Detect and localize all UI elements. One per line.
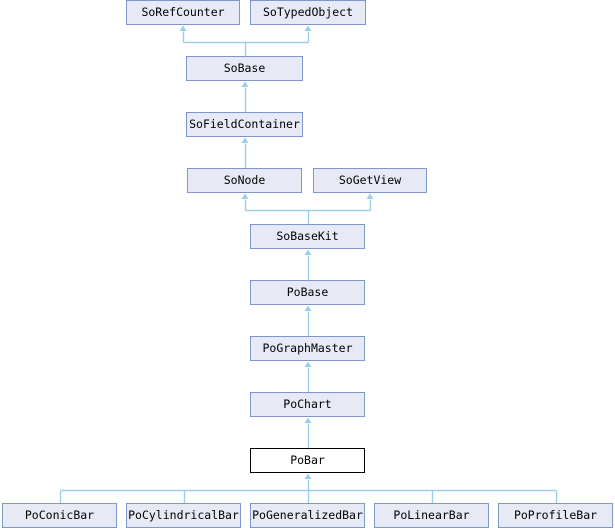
inheritance-arrowhead (304, 473, 312, 479)
class-node-label: SoBase (223, 60, 266, 75)
class-node-PoBase[interactable]: PoBase (250, 280, 365, 305)
class-node-SoBase[interactable]: SoBase (186, 56, 303, 81)
class-node-SoBaseKit[interactable]: SoBaseKit (250, 224, 365, 249)
class-node-PoBar[interactable]: PoBar (250, 448, 365, 473)
inheritance-arrowhead (241, 193, 249, 199)
class-node-label: SoTypedObject (262, 4, 353, 19)
class-node-label: PoGraphMaster (262, 340, 353, 355)
class-node-PoGeneralizedBar[interactable]: PoGeneralizedBar (250, 503, 365, 528)
class-node-label: SoNode (223, 172, 266, 187)
inheritance-arrowhead (304, 25, 312, 31)
class-node-PoGraphMaster[interactable]: PoGraphMaster (250, 336, 365, 361)
inheritance-arrowhead (366, 193, 374, 199)
class-node-SoTypedObject[interactable]: SoTypedObject (250, 0, 366, 25)
class-node-label: PoBar (290, 452, 325, 467)
inheritance-arrowhead (304, 305, 312, 311)
class-node-SoGetView[interactable]: SoGetView (313, 168, 427, 193)
class-node-SoRefCounter[interactable]: SoRefCounter (126, 0, 240, 25)
class-node-PoConicBar[interactable]: PoConicBar (2, 503, 117, 528)
class-node-PoLinearBar[interactable]: PoLinearBar (374, 503, 489, 528)
class-node-PoChart[interactable]: PoChart (250, 392, 365, 417)
class-node-label: PoLinearBar (393, 507, 470, 522)
class-node-label: PoConicBar (24, 507, 95, 522)
class-node-label: SoBaseKit (276, 228, 339, 243)
class-node-label: PoCylindricalBar (128, 507, 239, 522)
inheritance-arrowhead (304, 249, 312, 255)
inheritance-arrowhead (304, 417, 312, 423)
class-node-label: PoGeneralizedBar (252, 507, 363, 522)
class-node-PoCylindricalBar[interactable]: PoCylindricalBar (126, 503, 241, 528)
inheritance-arrowhead (241, 137, 249, 143)
inheritance-arrowhead (179, 25, 187, 31)
inheritance-arrowhead (241, 81, 249, 87)
class-node-label: PoProfileBar (513, 507, 598, 522)
class-node-label: PoBase (286, 284, 329, 299)
class-node-PoProfileBar[interactable]: PoProfileBar (498, 503, 613, 528)
class-node-label: SoRefCounter (141, 4, 225, 19)
class-node-label: SoFieldContainer (189, 116, 300, 131)
class-node-label: SoGetView (338, 172, 402, 187)
class-node-SoFieldContainer[interactable]: SoFieldContainer (186, 112, 303, 137)
inheritance-arrowhead (304, 361, 312, 367)
class-node-SoNode[interactable]: SoNode (187, 168, 302, 193)
class-node-label: PoChart (283, 396, 332, 411)
